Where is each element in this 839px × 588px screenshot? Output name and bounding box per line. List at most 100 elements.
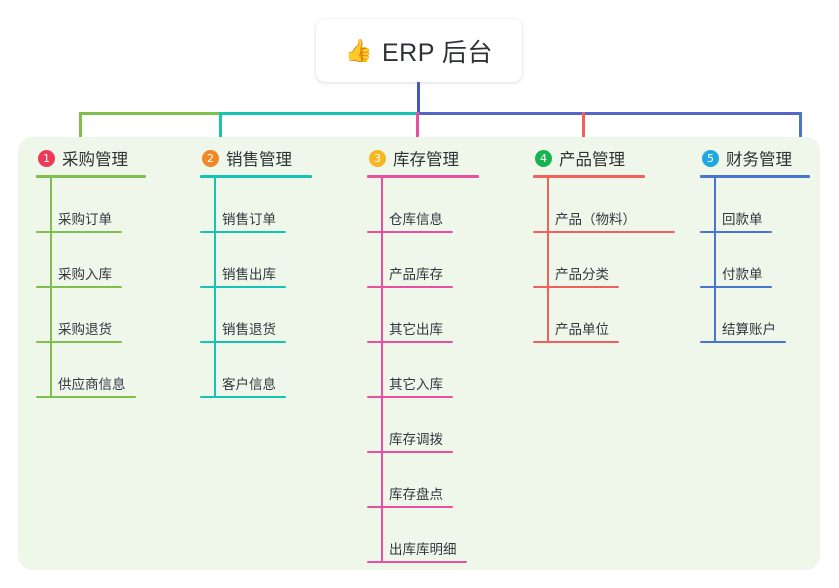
- module-title-label: 财务管理: [726, 151, 792, 169]
- root-node-card[interactable]: 👍 ERP 后台: [316, 19, 522, 82]
- module-title-label: 采购管理: [62, 151, 128, 169]
- submodule-underline: [36, 286, 122, 288]
- submodule-item[interactable]: 采购订单: [36, 178, 146, 233]
- module-title-label: 产品管理: [559, 151, 625, 169]
- submodule-underline: [200, 231, 286, 233]
- module-column-2: 2 销售管理销售订单销售出库销售退货客户信息: [200, 145, 312, 398]
- submodule-label: 产品（物料）: [555, 212, 636, 227]
- submodule-underline: [36, 396, 136, 398]
- submodule-item[interactable]: 库存调拨: [367, 398, 479, 453]
- submodule-underline: [367, 561, 467, 563]
- submodule-item[interactable]: 产品分类: [533, 233, 645, 288]
- drop-line-col-2: [219, 112, 222, 142]
- submodule-item[interactable]: 回款单: [700, 178, 810, 233]
- submodule-label: 出库库明细: [389, 542, 457, 557]
- submodule-item[interactable]: 采购退货: [36, 288, 146, 343]
- submodule-spine: [214, 178, 216, 398]
- trunk-vertical-line: [417, 82, 420, 114]
- submodule-list: 销售订单销售出库销售退货客户信息: [200, 178, 312, 398]
- module-index-badge: 1: [38, 149, 55, 167]
- submodule-underline: [700, 231, 772, 233]
- submodule-item[interactable]: 其它出库: [367, 288, 479, 343]
- module-header-underline: [367, 175, 479, 178]
- submodule-label: 采购订单: [58, 212, 112, 227]
- submodule-item[interactable]: 产品库存: [367, 233, 479, 288]
- module-index-badge: 2: [202, 149, 219, 167]
- submodule-spine: [381, 178, 383, 563]
- submodule-underline: [36, 231, 122, 233]
- submodule-item[interactable]: 付款单: [700, 233, 810, 288]
- submodule-underline: [367, 231, 453, 233]
- submodule-label: 采购退货: [58, 322, 112, 337]
- submodule-label: 销售退货: [222, 322, 276, 337]
- module-header-underline: [700, 175, 810, 178]
- submodule-underline: [367, 286, 453, 288]
- module-column-3: 3 库存管理仓库信息产品库存其它出库其它入库库存调拨库存盘点出库库明细: [367, 145, 479, 563]
- submodule-underline: [533, 231, 675, 233]
- submodule-label: 结算账户: [722, 322, 776, 337]
- submodule-list: 采购订单采购入库采购退货供应商信息: [36, 178, 146, 398]
- submodule-item[interactable]: 销售订单: [200, 178, 312, 233]
- submodule-underline: [533, 286, 619, 288]
- bar-segment-blue: [416, 112, 802, 115]
- module-index-badge: 5: [702, 149, 719, 167]
- module-header-underline: [533, 175, 645, 178]
- submodule-underline: [200, 396, 286, 398]
- submodule-item[interactable]: 仓库信息: [367, 178, 479, 233]
- submodule-underline: [700, 341, 786, 343]
- submodule-spine: [714, 178, 716, 343]
- submodule-underline: [367, 506, 453, 508]
- module-header-5[interactable]: 5 财务管理: [700, 145, 810, 171]
- drop-line-col-4: [582, 112, 585, 142]
- submodule-item[interactable]: 产品单位: [533, 288, 645, 343]
- module-title-label: 销售管理: [226, 151, 292, 169]
- submodule-underline: [700, 286, 772, 288]
- drop-line-col-3: [416, 112, 419, 142]
- bar-segment-green: [79, 112, 220, 115]
- submodule-item[interactable]: 其它入库: [367, 343, 479, 398]
- submodule-item[interactable]: 库存盘点: [367, 453, 479, 508]
- submodule-label: 客户信息: [222, 377, 276, 392]
- submodule-label: 采购入库: [58, 267, 112, 282]
- submodule-list: 产品（物料） 产品分类产品单位: [533, 178, 675, 343]
- submodule-label: 付款单: [722, 267, 763, 282]
- module-index-badge: 3: [369, 149, 386, 167]
- submodule-underline: [367, 451, 453, 453]
- submodule-underline: [367, 396, 453, 398]
- drop-line-col-1: [79, 112, 82, 142]
- submodule-label: 销售出库: [222, 267, 276, 282]
- submodule-label: 仓库信息: [389, 212, 443, 227]
- submodule-item[interactable]: 销售出库: [200, 233, 312, 288]
- module-header-underline: [36, 175, 146, 178]
- submodule-item[interactable]: 结算账户: [700, 288, 810, 343]
- submodule-list: 回款单付款单结算账户: [700, 178, 810, 343]
- submodule-item[interactable]: 客户信息: [200, 343, 312, 398]
- submodule-label: 其它入库: [389, 377, 443, 392]
- module-column-5: 5 财务管理回款单付款单结算账户: [700, 145, 810, 343]
- root-node-title: 👍 ERP 后台: [345, 33, 493, 69]
- module-header-3[interactable]: 3 库存管理: [367, 145, 479, 171]
- submodule-item[interactable]: 出库库明细: [367, 508, 479, 563]
- submodule-label: 库存盘点: [389, 487, 443, 502]
- module-column-1: 1 采购管理采购订单采购入库采购退货供应商信息: [36, 145, 146, 398]
- submodule-underline: [533, 341, 619, 343]
- submodule-label: 回款单: [722, 212, 763, 227]
- module-header-underline: [200, 175, 312, 178]
- modules-panel: [18, 137, 820, 570]
- module-header-1[interactable]: 1 采购管理: [36, 145, 146, 171]
- submodule-item[interactable]: 采购入库: [36, 233, 146, 288]
- submodule-label: 产品单位: [555, 322, 609, 337]
- bar-segment-teal: [219, 112, 417, 115]
- submodule-item[interactable]: 销售退货: [200, 288, 312, 343]
- module-header-4[interactable]: 4 产品管理: [533, 145, 645, 171]
- submodule-list: 仓库信息产品库存其它出库其它入库库存调拨库存盘点出库库明细: [367, 178, 479, 563]
- root-title-label: ERP 后台: [382, 38, 493, 67]
- submodule-underline: [200, 286, 286, 288]
- submodule-underline: [36, 341, 122, 343]
- module-header-2[interactable]: 2 销售管理: [200, 145, 312, 171]
- module-title-label: 库存管理: [393, 151, 459, 169]
- module-index-badge: 4: [535, 149, 552, 167]
- thumbs-up-icon: 👍: [345, 37, 373, 63]
- submodule-item[interactable]: 供应商信息: [36, 343, 146, 398]
- submodule-item[interactable]: 产品（物料）: [533, 178, 675, 233]
